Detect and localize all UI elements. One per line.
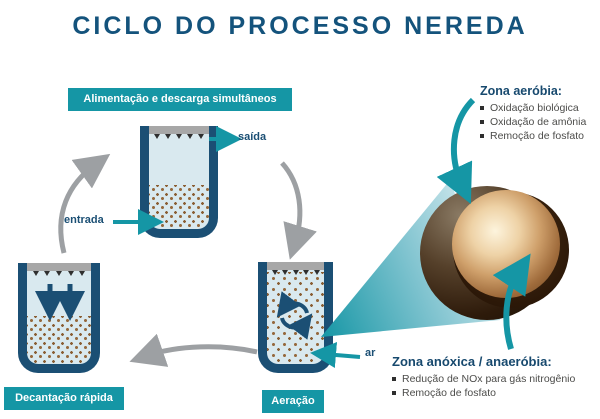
cycle-arrow-feed-to-aeration — [280, 161, 317, 260]
launder-bar — [149, 126, 209, 139]
inlet-label: entrada — [64, 214, 104, 226]
aeration-tank — [258, 262, 333, 373]
page-title: CICLO DO PROCESSO NEREDA — [72, 12, 528, 40]
launder-notch-icon — [176, 134, 182, 139]
outlet-label: saída — [238, 131, 267, 143]
anoxic-zone-list: Redução de NOx para gás nitrogênio Remoç… — [392, 372, 575, 400]
aerobic-zone-arrow — [436, 97, 476, 205]
list-item: Oxidação biológica — [480, 101, 586, 115]
stage-label-feed: Alimentação e descarga simultâneos — [68, 88, 292, 111]
mixed-granules — [267, 272, 324, 364]
anoxic-zone-callout: Zona anóxica / anaeróbia: Redução de NOx… — [392, 354, 575, 400]
granule-sphere-shell — [420, 186, 554, 320]
launder-notch-icon — [198, 134, 204, 139]
anoxic-zone-heading: Zona anóxica / anaeróbia: — [392, 354, 552, 369]
feed-discharge-tank — [140, 126, 218, 238]
air-label: ar — [365, 347, 376, 359]
launder-bar — [267, 262, 324, 275]
launder-notch-icon — [187, 134, 193, 139]
launder-notch-icon — [154, 134, 160, 139]
launder-notch-icon — [32, 271, 39, 276]
aerobic-zone-list: Oxidação biológica Oxidação de amônia Re… — [480, 101, 586, 143]
launder-notch-icon — [165, 134, 171, 139]
launder-bar — [27, 263, 91, 276]
aerobic-zone-heading: Zona aeróbia: — [480, 84, 562, 98]
launder-notch-icon — [55, 271, 62, 276]
settled-granules — [27, 316, 91, 364]
granule-sphere-core — [452, 190, 560, 298]
stage-label-settling: Decantação rápida — [4, 387, 124, 410]
launder-notch-icon — [79, 271, 86, 276]
launder-notch-icon — [67, 271, 74, 276]
stage-label-aeration: Aeração — [262, 390, 324, 413]
list-item: Remoção de fosfato — [392, 386, 575, 400]
settling-tank — [18, 263, 100, 373]
cycle-arrow-aeration-to-settling — [129, 333, 258, 367]
settled-granules — [149, 185, 209, 229]
cycle-arrow-settling-to-feed — [58, 153, 111, 254]
magnifier-cone — [321, 180, 500, 337]
launder-notch-icon — [44, 271, 51, 276]
list-item: Oxidação de amônia — [480, 115, 586, 129]
granule-sphere-rim — [453, 192, 569, 308]
aerobic-zone-callout: Zona aeróbia: Oxidação biológica Oxidaçã… — [480, 84, 586, 143]
anoxic-zone-arrow — [492, 253, 531, 350]
list-item: Redução de NOx para gás nitrogênio — [392, 372, 575, 386]
list-item: Remoção de fosfato — [480, 129, 586, 143]
